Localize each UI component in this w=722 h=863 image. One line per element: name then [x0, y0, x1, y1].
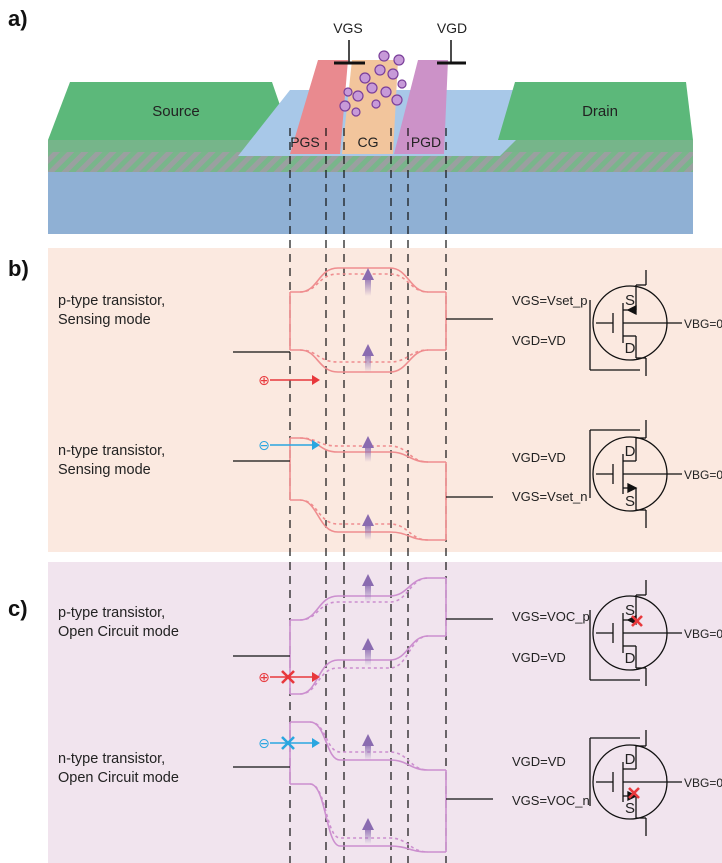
- panel-label-b: b): [8, 256, 29, 281]
- row-label-c-p: p-type transistor, Open Circuit mode: [58, 604, 179, 642]
- band-b-n-lower: [290, 499, 446, 541]
- band-b-n-upper-dotted: [299, 437, 429, 463]
- pgd-label: PGD: [411, 134, 441, 150]
- row-connectors: [233, 318, 493, 800]
- source-terminal-label: S: [625, 292, 635, 309]
- substrate: [48, 172, 693, 234]
- bias-b-n-vgd: VGD=VD: [512, 450, 566, 465]
- band-b-p-upper-dotted: [299, 273, 429, 293]
- hole-carrier-icon: ⊕: [258, 373, 270, 389]
- vgd-label: VGD: [437, 20, 467, 36]
- bias-b-n-vgs: VGS=Vset_n: [512, 489, 588, 504]
- band-c-p-lower: [290, 635, 446, 695]
- band-b-p-lower-dotted: [299, 349, 429, 363]
- drain-terminal-label: D: [625, 751, 636, 768]
- blocked-cross-icon: [281, 736, 295, 750]
- vgd-terminal: [437, 40, 466, 65]
- hole-arrow-b: [270, 375, 320, 385]
- blocked-cross-icon: [628, 787, 640, 799]
- band-diagram-b: [289, 267, 447, 541]
- bias-c-n-vgd: VGD=VD: [512, 754, 566, 769]
- source-contact: [48, 82, 292, 140]
- svg-labels: Source Drain PGS CG PGD VGS VGD VGS=Vset…: [152, 20, 722, 817]
- blocked-cross-icon: [281, 670, 295, 684]
- vbg-label-b-p: VBG=0: [684, 317, 722, 331]
- vgs-terminal: [334, 40, 365, 65]
- cg-label: CG: [358, 134, 379, 150]
- mosfet-symbol-b-p: [589, 270, 682, 376]
- source-terminal-label: S: [625, 602, 635, 619]
- vbg-label-c-p: VBG=0: [684, 627, 722, 641]
- pgs-gate: [290, 60, 348, 154]
- cg-gate: [342, 60, 398, 154]
- mosfet-symbol-c-n: [589, 730, 682, 836]
- band-b-n-upper: [290, 437, 446, 463]
- band-b-p-lower: [290, 349, 446, 373]
- source-terminal-label: S: [625, 800, 635, 817]
- electron-carrier-icon: ⊖: [258, 736, 270, 752]
- drain-contact: [498, 82, 693, 140]
- band-c-n-lower-dotted: [309, 783, 429, 853]
- drain-terminal-label: D: [625, 443, 636, 460]
- blocked-cross-icon: [631, 615, 643, 627]
- source-label: Source: [152, 103, 200, 120]
- row-label-line: p-type transistor,: [58, 605, 166, 621]
- pgs-label: PGS: [290, 134, 320, 150]
- panel-label-a: a): [8, 6, 28, 31]
- field-arrow: [362, 638, 374, 666]
- field-arrow: [362, 344, 374, 372]
- oxide-layer: [48, 152, 693, 172]
- hole-arrow-c: [270, 670, 320, 684]
- row-label-line: Sensing mode: [58, 462, 151, 478]
- electron-carrier-icon: ⊖: [258, 438, 270, 454]
- row-label-line: Open Circuit mode: [58, 770, 179, 786]
- field-arrow: [362, 818, 374, 844]
- drain-terminal-label: D: [625, 650, 636, 667]
- vgs-label: VGS: [333, 20, 363, 36]
- molecule-cluster: [339, 50, 407, 117]
- row-label-line: Sensing mode: [58, 312, 151, 328]
- field-arrow: [362, 734, 374, 760]
- field-arrow: [362, 268, 374, 296]
- bias-c-p-vgd: VGD=VD: [512, 650, 566, 665]
- bias-b-p-vgd: VGD=VD: [512, 333, 566, 348]
- electron-arrow-c: [270, 736, 320, 750]
- bias-c-n-vgs: VGS=VOC_n: [512, 793, 590, 808]
- source-terminal-label: S: [625, 493, 635, 510]
- vbg-label-b-n: VBG=0: [684, 468, 722, 482]
- field-arrow: [362, 514, 374, 540]
- band-c-n-upper: [290, 721, 446, 771]
- molecule-field-arrows: [362, 268, 374, 844]
- band-c-p-upper-dotted: [299, 577, 429, 621]
- drain-terminal-label: D: [625, 340, 636, 357]
- vbg-label-c-n: VBG=0: [684, 776, 722, 790]
- row-label-line: n-type transistor,: [58, 751, 166, 767]
- hole-carrier-icon: ⊕: [258, 670, 270, 686]
- mosfet-symbol-c-p: [589, 580, 682, 686]
- row-label-line: p-type transistor,: [58, 293, 166, 309]
- bias-b-p-vgs: VGS=Vset_p: [512, 293, 588, 308]
- drain-label: Drain: [582, 103, 618, 120]
- band-c-p-upper: [290, 577, 446, 621]
- field-arrow: [362, 574, 374, 602]
- panel-b-background: [48, 248, 722, 552]
- band-c-n-upper-dotted: [309, 721, 429, 771]
- row-label-b-p: p-type transistor, Sensing mode: [58, 292, 165, 330]
- row-label-line: Open Circuit mode: [58, 624, 179, 640]
- row-label-line: n-type transistor,: [58, 443, 166, 459]
- bias-c-p-vgs: VGS=VOC_p: [512, 609, 590, 624]
- electron-arrow-b: [270, 440, 320, 450]
- band-diagram-c: [289, 577, 447, 853]
- row-label-b-n: n-type transistor, Sensing mode: [58, 442, 165, 480]
- field-arrow: [362, 436, 374, 462]
- row-label-c-n: n-type transistor, Open Circuit mode: [58, 750, 179, 788]
- mosfet-symbol-b-n: [589, 420, 682, 528]
- device-diagram: [48, 40, 693, 234]
- panel-label-c: c): [8, 596, 28, 621]
- band-b-p-upper: [290, 267, 446, 293]
